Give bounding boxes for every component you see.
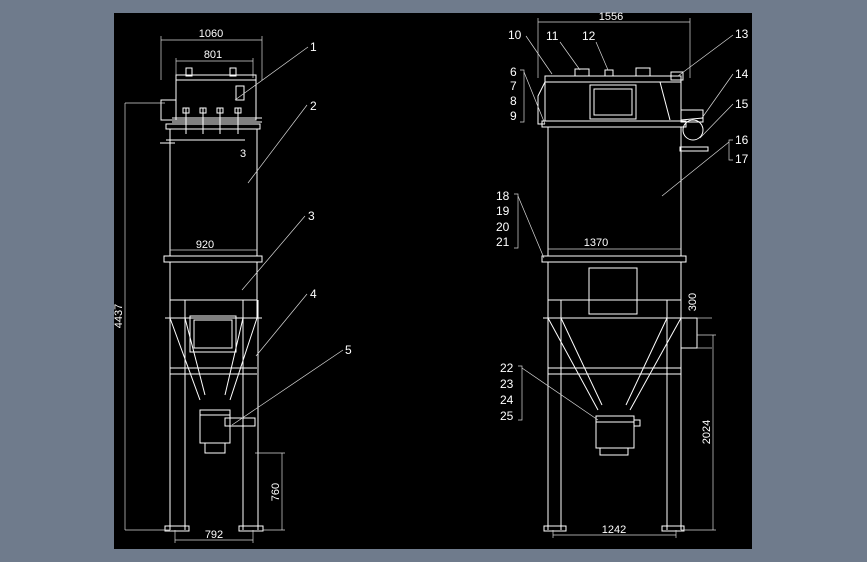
dim-top-overall: 1060 [199, 28, 223, 40]
callout-5: 5 [345, 343, 352, 357]
dim-body-width-right: 1370 [584, 237, 608, 249]
callout-13: 13 [735, 27, 749, 41]
callout-25: 25 [500, 409, 514, 423]
dim-top-overall-right: 1556 [599, 11, 623, 23]
right-view: 1556 1370 300 [496, 11, 749, 538]
small-mark: 3 [240, 148, 246, 160]
callout-18: 18 [496, 189, 510, 203]
dim-inlet-height: 2024 [701, 420, 713, 444]
callout-8: 8 [510, 94, 517, 108]
callout-10: 10 [508, 28, 522, 42]
callout-6: 6 [510, 65, 517, 79]
callout-20: 20 [496, 220, 510, 234]
callout-14: 14 [735, 67, 749, 81]
dim-leg-span-right: 1242 [602, 524, 626, 536]
callout-21: 21 [496, 235, 510, 249]
dim-body-width: 920 [196, 239, 214, 251]
left-view: 1060 801 3 [113, 28, 352, 543]
callout-22: 22 [500, 361, 514, 375]
callout-9: 9 [510, 109, 517, 123]
callout-23: 23 [500, 377, 514, 391]
callout-15: 15 [735, 97, 749, 111]
callout-11: 11 [546, 29, 559, 43]
callout-24: 24 [500, 393, 514, 407]
callout-7: 7 [510, 79, 517, 93]
callout-16: 16 [735, 133, 749, 147]
callout-3: 3 [308, 209, 315, 223]
callout-2: 2 [310, 99, 317, 113]
dim-top-inner: 801 [204, 49, 222, 61]
drawing-sheet [114, 13, 752, 549]
callout-4: 4 [310, 287, 317, 301]
dim-inlet: 300 [687, 293, 699, 311]
dim-leg-span: 792 [205, 529, 223, 541]
callout-19: 19 [496, 204, 510, 218]
callout-12: 12 [582, 29, 596, 43]
dim-total-height: 4437 [113, 304, 125, 328]
pulse-valves [172, 107, 262, 134]
callout-1: 1 [310, 40, 317, 54]
dim-outlet-height: 760 [270, 483, 282, 501]
callout-17: 17 [735, 152, 749, 166]
